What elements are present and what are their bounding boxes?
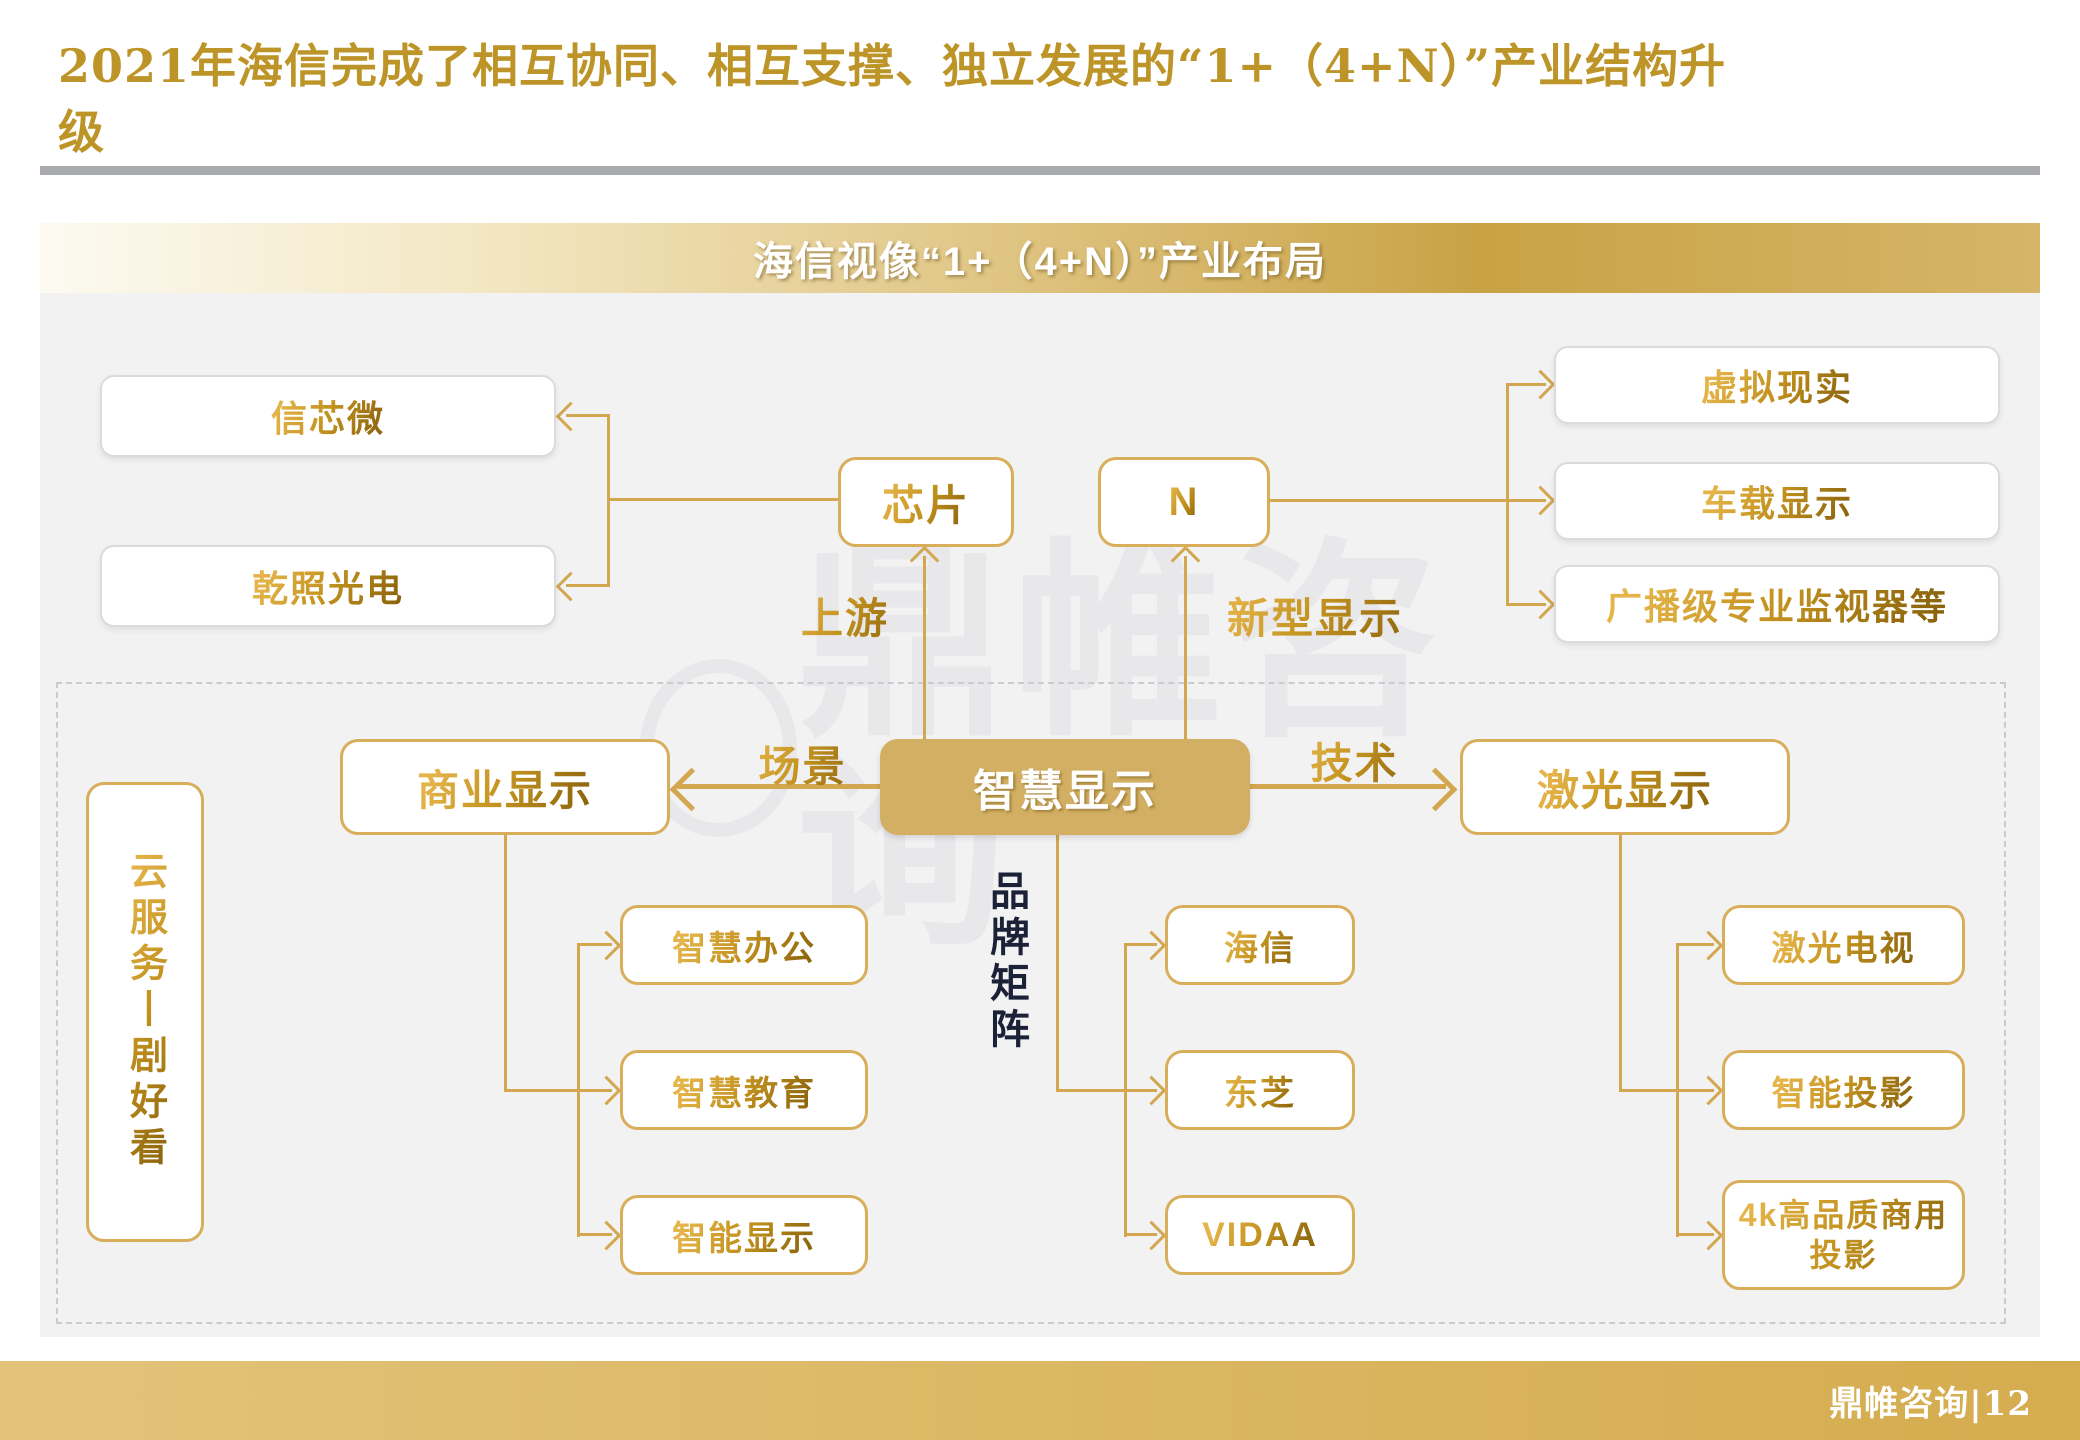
banner-title: 海信视像“1+（4+N）”产业布局 — [752, 240, 1328, 284]
connector-line — [1056, 835, 1059, 1092]
label-brand-matrix: 品牌矩阵 — [984, 870, 1028, 1054]
node-virtual-reality: 虚拟现实 — [1554, 346, 2000, 424]
node-label: 广播级专业监视器等 — [1606, 578, 1948, 630]
node-label: 芯片 — [882, 472, 970, 533]
footer-bar: 鼎帷咨询|12 — [0, 1361, 2080, 1440]
node-label: 云服务丨剧好看 — [118, 851, 173, 1173]
connector-line — [1676, 1233, 1714, 1236]
node-label: 车载显示 — [1701, 475, 1853, 527]
node-label: N — [1168, 479, 1200, 524]
label-upstream: 上游 — [780, 585, 910, 646]
connector-line — [577, 943, 612, 946]
connector-line — [1124, 944, 1127, 1237]
connector-line — [1124, 943, 1157, 946]
connector-line — [1184, 556, 1187, 739]
node-smart-projection: 智能投影 — [1722, 1050, 1965, 1130]
connector-line — [577, 944, 580, 1237]
node-label: 信芯微 — [271, 390, 385, 442]
node-label: 智慧显示 — [973, 767, 1157, 816]
node-xinxinwei: 信芯微 — [100, 375, 556, 457]
connector-line — [566, 584, 610, 587]
node-vehicle-display: 车载显示 — [1554, 462, 2000, 540]
node-cloud-service: 云服务丨剧好看 — [86, 782, 204, 1242]
banner: 海信视像“1+（4+N）”产业布局 — [40, 223, 2040, 293]
label-new-display: 新型显示 — [1205, 585, 1425, 646]
node-label: 智能显示 — [672, 1211, 816, 1260]
connector-line — [1676, 944, 1679, 1237]
connector-line — [1056, 1089, 1157, 1092]
connector-line — [1124, 1233, 1157, 1236]
connector-line — [1619, 1089, 1714, 1092]
title-divider — [40, 166, 2040, 175]
connector-line — [1676, 943, 1714, 946]
node-intelligent-display: 智能显示 — [620, 1195, 868, 1275]
footer-page-info: 鼎帷咨询|12 — [1829, 1384, 2032, 1424]
connector-line — [504, 1089, 612, 1092]
node-toshiba-brand: 东芝 — [1165, 1050, 1355, 1130]
node-label: 海信 — [1224, 921, 1296, 970]
node-label: 4k高品质商用投影 — [1725, 1195, 1962, 1275]
connector-line — [1619, 835, 1622, 1092]
node-n: N — [1098, 457, 1270, 547]
node-qianzhao: 乾照光电 — [100, 545, 556, 627]
node-label: 智能投影 — [1772, 1066, 1916, 1115]
connector-line — [678, 784, 880, 789]
node-commercial-display: 商业显示 — [340, 739, 670, 835]
node-vidaa-brand: VIDAA — [1165, 1195, 1355, 1275]
node-chip: 芯片 — [838, 457, 1014, 547]
page-title: 2021年海信完成了相互协同、相互支撑、独立发展的“1+（4+N）”产业结构升级 — [58, 39, 1727, 159]
node-label: 智慧教育 — [672, 1066, 816, 1115]
connector-line — [1250, 784, 1446, 789]
node-label: 商业显示 — [417, 757, 593, 818]
node-smart-display-hub: 智慧显示 — [880, 739, 1250, 835]
connector-line — [1270, 499, 1546, 502]
node-smart-office: 智慧办公 — [620, 905, 868, 985]
connector-line — [1506, 383, 1546, 386]
label-scene: 场景 — [740, 733, 865, 794]
connector-line — [1506, 603, 1546, 606]
connector-line — [577, 1233, 612, 1236]
node-laser-display: 激光显示 — [1460, 739, 1790, 835]
label-tech: 技术 — [1292, 730, 1417, 791]
node-label: 激光显示 — [1537, 757, 1713, 818]
node-label: 乾照光电 — [252, 560, 404, 612]
node-label: 东芝 — [1224, 1066, 1296, 1115]
node-hisense-brand: 海信 — [1165, 905, 1355, 985]
node-4k-commercial-projection: 4k高品质商用投影 — [1722, 1180, 1965, 1290]
connector-line — [504, 835, 507, 1092]
node-label: VIDAA — [1202, 1215, 1318, 1254]
node-broadcast-monitor: 广播级专业监视器等 — [1554, 565, 2000, 643]
node-label: 激光电视 — [1772, 921, 1916, 970]
node-laser-tv: 激光电视 — [1722, 905, 1965, 985]
node-label: 虚拟现实 — [1701, 359, 1853, 411]
connector-line — [566, 414, 610, 417]
connector-line — [923, 556, 926, 739]
node-label: 智慧办公 — [672, 921, 816, 970]
connector-line — [1506, 384, 1509, 605]
node-smart-education: 智慧教育 — [620, 1050, 868, 1130]
connector-line — [607, 498, 838, 501]
lower-section-frame — [56, 682, 2006, 1324]
